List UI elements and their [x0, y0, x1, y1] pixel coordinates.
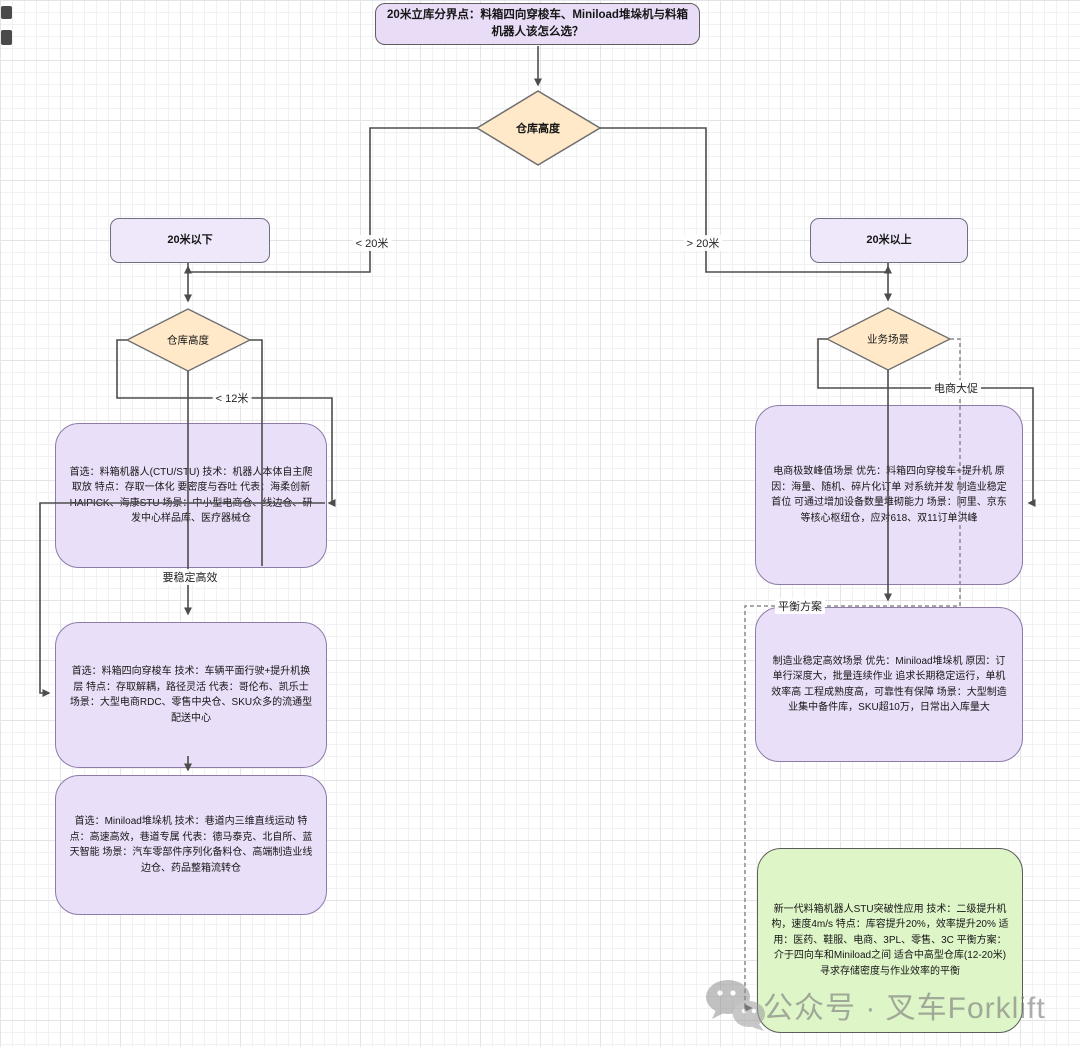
- edge-label-stable: 要稳定高效: [159, 569, 221, 585]
- node-title: 20米立库分界点：料箱四向穿梭车、Miniload堆垛机与料箱机器人该怎么选？: [375, 3, 700, 45]
- node-below-20m: 20米以下: [110, 218, 270, 263]
- node-miniload: 首选：Miniload堆垛机 技术：巷道内三维直线运动 特点：高速高效，巷道专属…: [55, 775, 327, 915]
- edge-label-lt12: < 12米: [212, 390, 252, 406]
- clipped-toolbar-icon: [1, 30, 12, 45]
- edge-label-gt20: > 20米: [683, 235, 723, 251]
- edge-label-ecommerce: 电商大促: [931, 380, 981, 396]
- edge-label-balance: 平衡方案: [775, 598, 825, 614]
- node-four-way-shuttle: 首选：料箱四向穿梭车 技术：车辆平面行驶+提升机换层 特点：存取解耦，路径灵活 …: [55, 622, 327, 768]
- node-ecommerce-peak: 电商极致峰值场景 优先：料箱四向穿梭车+提升机 原因：海量、随机、碎片化订单 对…: [755, 405, 1023, 585]
- node-above-20m: 20米以上: [810, 218, 968, 263]
- edge-label-lt20: < 20米: [352, 235, 392, 251]
- decision-main-label: 仓库高度: [516, 123, 560, 135]
- watermark-text: 公众号 · 叉车Forklift: [763, 992, 1046, 1025]
- wechat-icon: [706, 980, 765, 1031]
- clipped-toolbar-icon: [1, 6, 12, 19]
- node-manufacturing-stable: 制造业稳定高效场景 优先：Miniload堆垛机 原因：订单行深度大，批量连续作…: [755, 607, 1023, 762]
- decision-left-label: 仓库高度: [167, 334, 209, 347]
- node-ctu-robot: 首选：料箱机器人(CTU/STU) 技术：机器人本体自主爬取放 特点：存取一体化…: [55, 423, 327, 568]
- decision-right-label: 业务场景: [867, 333, 909, 346]
